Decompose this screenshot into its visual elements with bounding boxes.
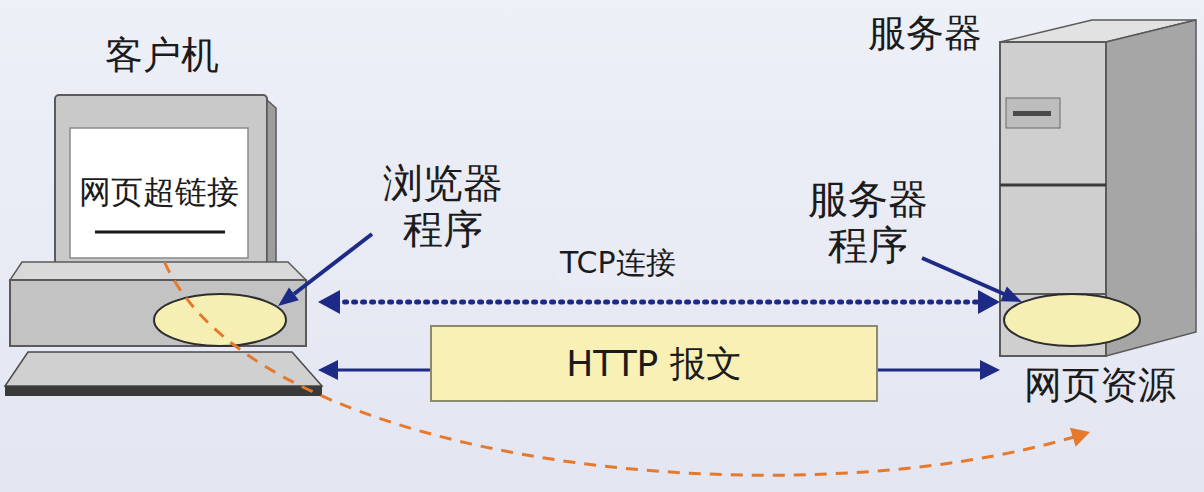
client-computer: 客户机网页超链接: [5, 30, 318, 402]
client-computer-art: [5, 95, 322, 396]
connector: [878, 369, 984, 372]
arrowhead: [978, 290, 1000, 314]
edge-label: TCP连接: [556, 246, 680, 281]
monitor-screen: [70, 128, 248, 258]
arrowhead: [980, 360, 1000, 380]
leader-head: [1001, 287, 1023, 302]
keyboard: [5, 352, 322, 386]
leader-arrows: [278, 234, 1022, 306]
keyboard-edge: [5, 386, 322, 396]
connector: [164, 262, 1076, 475]
callout-label: 浏览器 程序: [368, 160, 518, 252]
node-heading: 客户机: [5, 34, 318, 78]
message-box: HTTP 报文: [430, 325, 878, 402]
base-top: [10, 262, 306, 280]
hyperlink-text: 网页超链接: [79, 174, 239, 211]
resource-text: 网页资源: [1000, 364, 1200, 408]
drive-slot: [1013, 111, 1051, 116]
leader-line: [294, 234, 372, 294]
server-tower: 服务器网页资源: [1000, 20, 1200, 432]
connector: [334, 369, 430, 372]
connector: [336, 300, 983, 305]
drive-bay: [1006, 98, 1060, 128]
arrowhead: [318, 360, 338, 380]
leader-line: [922, 258, 1004, 294]
box-text: HTTP 报文: [566, 343, 742, 384]
link-underline: [95, 231, 225, 234]
monitor-frame: [55, 95, 267, 268]
base-front: [10, 280, 306, 346]
node-heading: 服务器: [854, 12, 996, 56]
program-ellipse: [1004, 294, 1140, 346]
server-tower-art: [1000, 20, 1196, 356]
program-ellipse: [154, 294, 286, 346]
leader-head: [278, 287, 299, 306]
panel-line: [1000, 184, 1106, 187]
arrowhead: [318, 290, 340, 314]
monitor-side: [267, 100, 276, 268]
arrowhead: [1070, 428, 1090, 447]
callout-label: 服务器 程序: [793, 176, 943, 268]
screen-box: 网页超链接: [68, 128, 250, 260]
